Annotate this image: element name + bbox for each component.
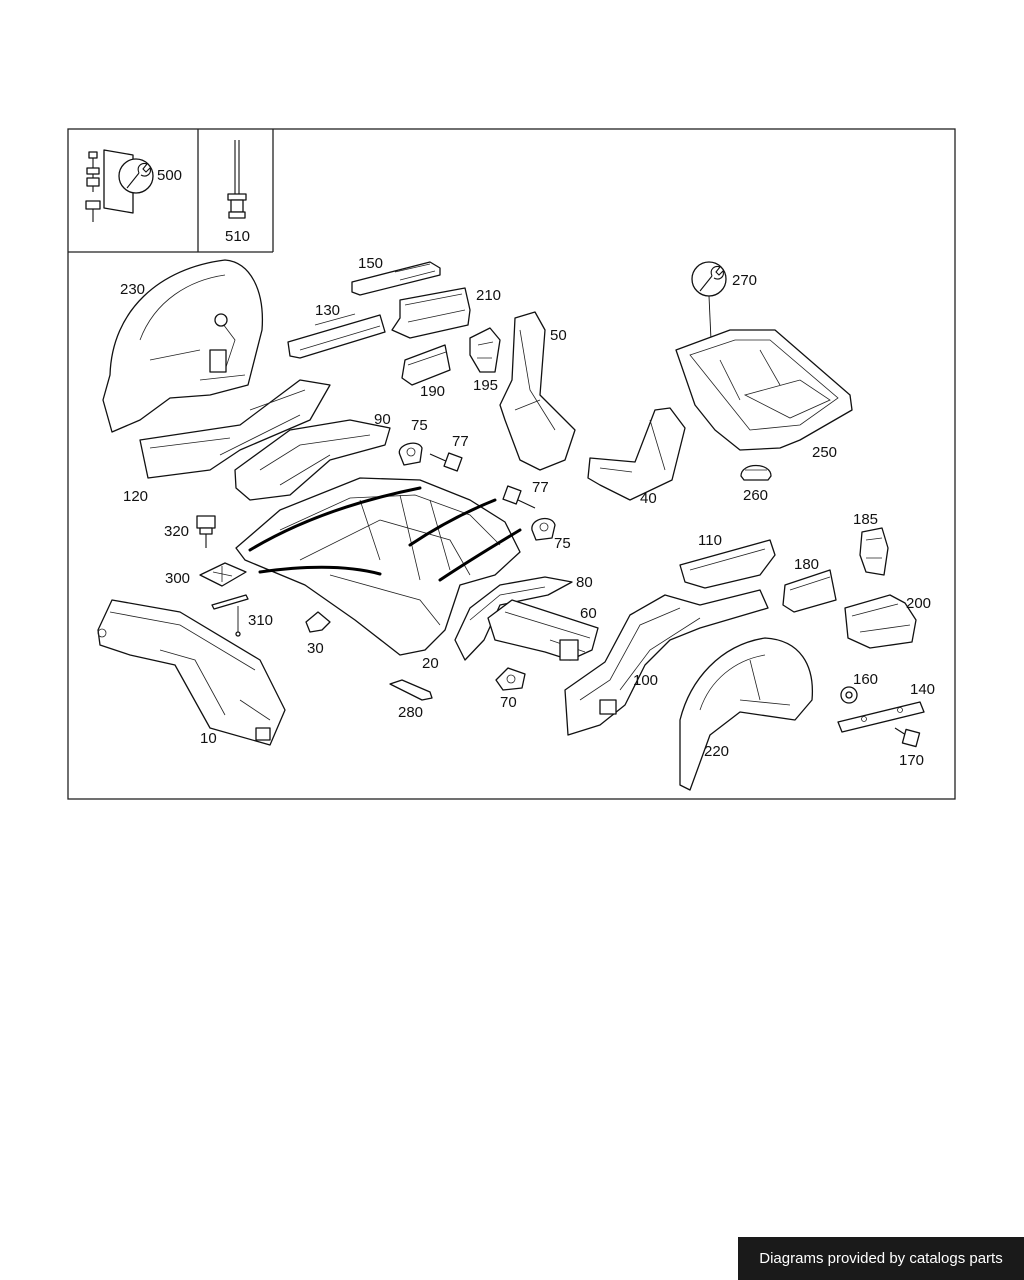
label-270: 270 bbox=[732, 272, 757, 289]
label-60: 60 bbox=[580, 605, 597, 622]
part-120-rail bbox=[139, 379, 331, 479]
label-70: 70 bbox=[500, 694, 517, 711]
part-130-member bbox=[287, 313, 386, 359]
label-250: 250 bbox=[812, 444, 837, 461]
label-310: 310 bbox=[248, 612, 273, 629]
label-30: 30 bbox=[307, 640, 324, 657]
part-90-member bbox=[234, 419, 391, 501]
part-77-bolt bbox=[502, 485, 536, 509]
label-120: 120 bbox=[123, 488, 148, 505]
credit-text: Diagrams provided by catalogs parts bbox=[759, 1250, 1003, 1267]
label-40: 40 bbox=[640, 490, 657, 507]
label-80: 80 bbox=[576, 574, 593, 591]
label-230: 230 bbox=[120, 281, 145, 298]
part-80-longitudinal bbox=[454, 576, 573, 661]
label-75: 75 bbox=[411, 417, 428, 434]
part-77-bolt bbox=[429, 452, 463, 472]
label-280: 280 bbox=[398, 704, 423, 721]
part-210-member bbox=[391, 287, 471, 339]
label-300: 300 bbox=[165, 570, 190, 587]
part-180-bracket bbox=[782, 569, 837, 613]
part-510-bolt bbox=[227, 140, 247, 219]
label-50: 50 bbox=[550, 327, 567, 344]
label-75: 75 bbox=[554, 535, 571, 552]
part-75-mount bbox=[398, 442, 423, 466]
part-40-member bbox=[587, 407, 686, 501]
label-185: 185 bbox=[853, 511, 878, 528]
label-510: 510 bbox=[225, 228, 250, 245]
label-130: 130 bbox=[315, 302, 340, 319]
label-10: 10 bbox=[200, 730, 217, 747]
label-90: 90 bbox=[374, 411, 391, 428]
label-140: 140 bbox=[910, 681, 935, 698]
label-200: 200 bbox=[906, 595, 931, 612]
part-70-mount bbox=[495, 667, 526, 691]
part-185-bracket bbox=[859, 527, 889, 576]
floor-seal-strip bbox=[408, 498, 497, 547]
label-220: 220 bbox=[704, 743, 729, 760]
part-150-beam bbox=[351, 261, 441, 296]
part-200-member bbox=[844, 594, 917, 649]
label-77: 77 bbox=[532, 479, 549, 496]
label-190: 190 bbox=[420, 383, 445, 400]
label-160: 160 bbox=[853, 671, 878, 688]
label-260: 260 bbox=[743, 487, 768, 504]
part-60-member bbox=[487, 599, 599, 661]
part-250-spare-wheel-well bbox=[675, 329, 853, 451]
part-110-member bbox=[679, 539, 776, 589]
label-195: 195 bbox=[473, 377, 498, 394]
wrench-icon bbox=[691, 261, 727, 297]
part-220-wheel-arch bbox=[679, 637, 814, 791]
label-20: 20 bbox=[422, 655, 439, 672]
label-320: 320 bbox=[164, 523, 189, 540]
part-100-side-member bbox=[564, 589, 769, 736]
part-10-rear-panel bbox=[97, 599, 286, 746]
diagram-frame bbox=[67, 128, 956, 800]
floor-seal-strip bbox=[438, 528, 522, 582]
part-75-mount bbox=[531, 517, 556, 541]
label-500: 500 bbox=[157, 167, 182, 184]
part-170-bolt bbox=[894, 727, 921, 748]
label-210: 210 bbox=[476, 287, 501, 304]
label-150: 150 bbox=[358, 255, 383, 272]
part-260-plug bbox=[740, 464, 772, 481]
wrench-icon bbox=[118, 158, 154, 194]
part-300-plate bbox=[199, 562, 247, 587]
label-170: 170 bbox=[899, 752, 924, 769]
label-77: 77 bbox=[452, 433, 469, 450]
part-310-rod bbox=[211, 594, 249, 637]
label-180: 180 bbox=[794, 556, 819, 573]
part-190-bracket bbox=[401, 344, 451, 386]
part-30-bracket bbox=[305, 611, 331, 633]
floor-seal-strip bbox=[258, 565, 382, 576]
part-280-clip bbox=[389, 679, 433, 701]
part-320-bolt bbox=[196, 515, 216, 548]
label-100: 100 bbox=[633, 672, 658, 689]
part-160-washer bbox=[840, 686, 858, 704]
part-230-wheel-arch bbox=[102, 259, 264, 433]
part-195-bracket bbox=[469, 327, 501, 373]
credit-banner: Diagrams provided by catalogs parts bbox=[738, 1237, 1024, 1280]
label-110: 110 bbox=[698, 532, 722, 549]
part-140-bar bbox=[837, 701, 925, 733]
part-50-pillar bbox=[499, 311, 576, 471]
floor-seal-strip bbox=[248, 486, 422, 552]
